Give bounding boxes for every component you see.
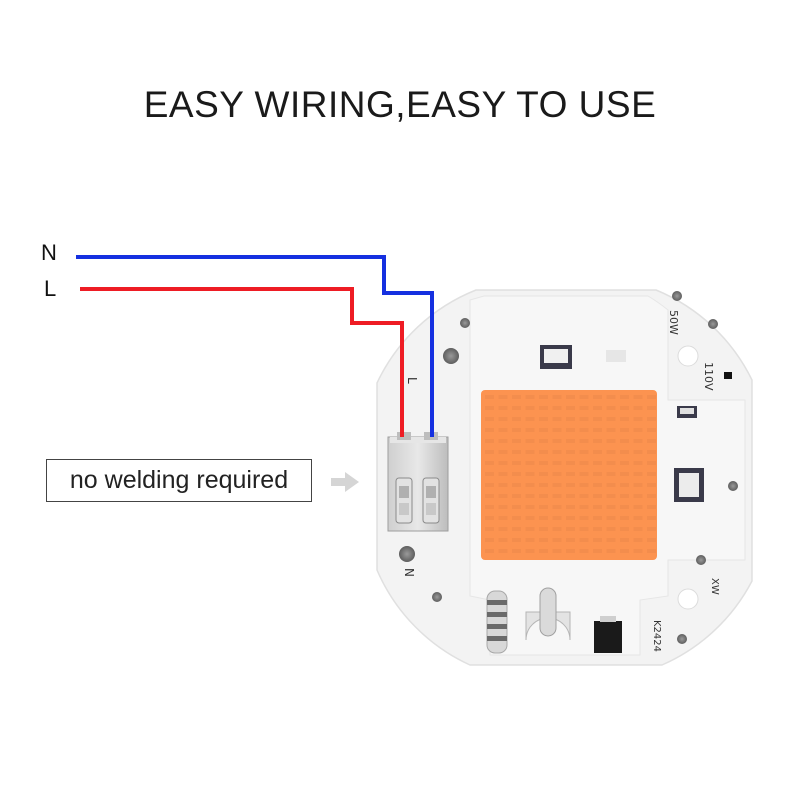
marking-xw: XW — [709, 578, 720, 595]
marking-code: K2424 — [651, 620, 662, 652]
mounting-hole — [432, 592, 442, 602]
mounting-hole — [677, 588, 699, 610]
neutral-wire — [76, 255, 434, 437]
live-wire — [80, 287, 404, 437]
mounting-hole — [399, 546, 415, 562]
neutral-wire-label: N — [41, 240, 57, 265]
mounting-hole — [677, 345, 699, 367]
marking-power: 50W — [667, 310, 680, 335]
mounting-holes — [399, 291, 738, 644]
smd-components — [540, 345, 732, 653]
mounting-hole — [728, 481, 738, 491]
resistor-component — [486, 590, 508, 654]
terminal-block — [387, 432, 449, 532]
marking-voltage: 110V — [702, 362, 715, 391]
arrow-icon — [331, 472, 359, 492]
no-welding-callout: no welding required — [46, 459, 312, 502]
marking-l: L — [405, 377, 419, 384]
capacitor-component — [525, 587, 571, 641]
pcb-markings: 50W 110V L N XW K2424 — [402, 310, 720, 652]
led-chip-array — [481, 390, 657, 560]
mounting-hole — [460, 318, 470, 328]
mounting-hole — [677, 634, 687, 644]
mounting-hole — [443, 348, 459, 364]
mounting-hole — [672, 291, 682, 301]
marking-n: N — [402, 568, 416, 577]
mounting-hole — [696, 555, 706, 565]
live-wire-label: L — [44, 276, 57, 301]
mounting-hole — [708, 319, 718, 329]
wires — [76, 255, 434, 437]
page-title: EASY WIRING,EASY TO USE — [143, 84, 657, 125]
